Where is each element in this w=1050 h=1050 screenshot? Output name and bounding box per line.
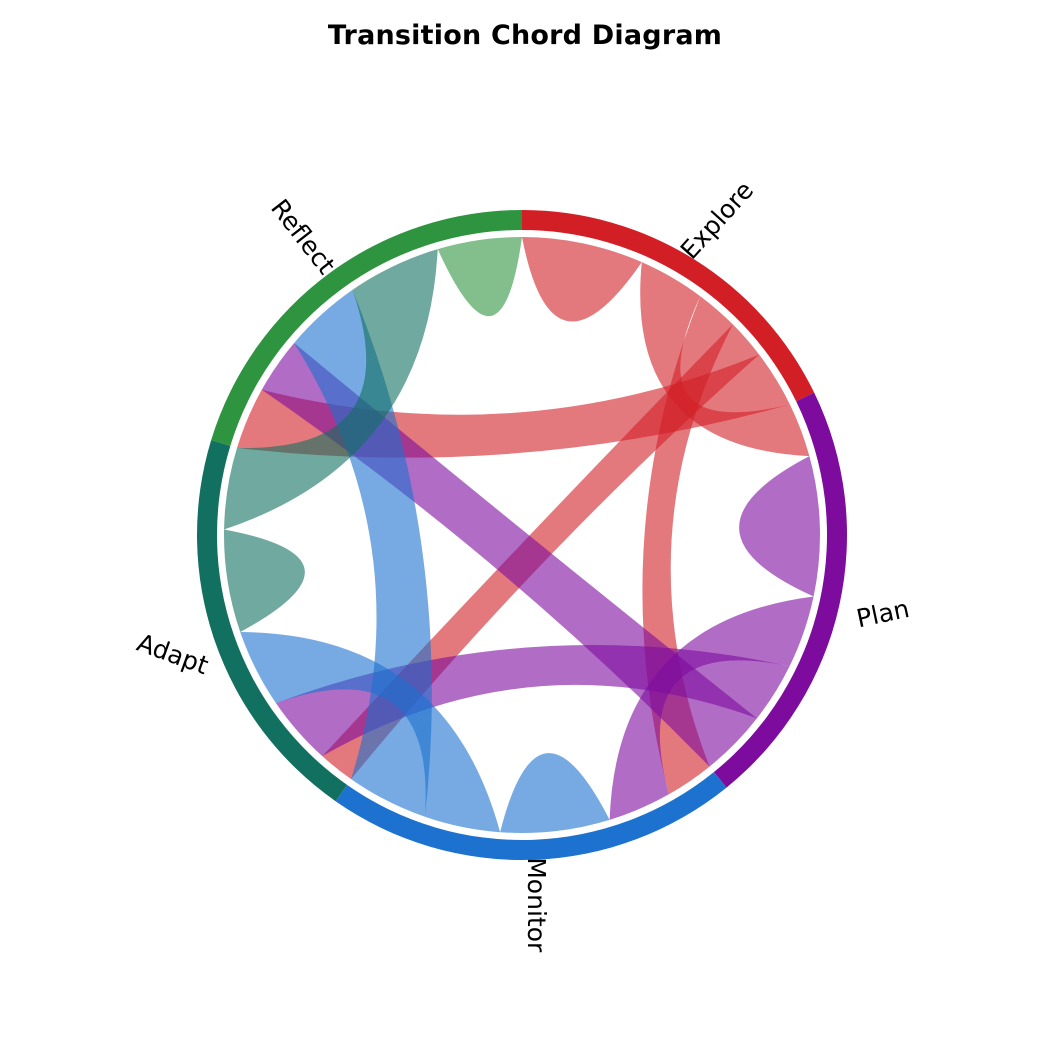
sector-label-adapt: Adapt [133,628,212,680]
ribbon-plan-to-monitor[interactable] [609,596,814,820]
ribbon-adapt-to-adapt[interactable] [224,529,305,633]
sector-label-reflect: Reflect [265,194,341,280]
sector-label-monitor: Monitor [522,857,551,953]
page-title: Transition Chord Diagram [327,20,723,51]
ribbon-reflect-to-reflect[interactable] [437,237,522,317]
sector-arc-adapt[interactable] [196,439,348,802]
ribbon-plan-to-plan[interactable] [739,456,821,597]
ribbon-adapt-to-reflect[interactable] [224,249,438,530]
sector-label-plan: Plan [854,594,912,633]
sector-arc-explore[interactable] [522,210,815,402]
sector-label-explore: Explore [675,176,759,265]
ribbon-monitor-to-adapt[interactable] [240,632,501,833]
ribbon-layer [224,237,821,833]
ribbon-monitor-to-reflect[interactable] [294,289,432,817]
sector-arc-plan[interactable] [713,392,847,788]
sector-arc-monitor[interactable] [335,772,727,860]
ribbon-monitor-to-monitor[interactable] [500,753,610,833]
sector-arc-layer [196,210,847,860]
ribbon-explore-to-explore[interactable] [522,237,642,322]
sector-arc-reflect[interactable] [211,210,522,446]
